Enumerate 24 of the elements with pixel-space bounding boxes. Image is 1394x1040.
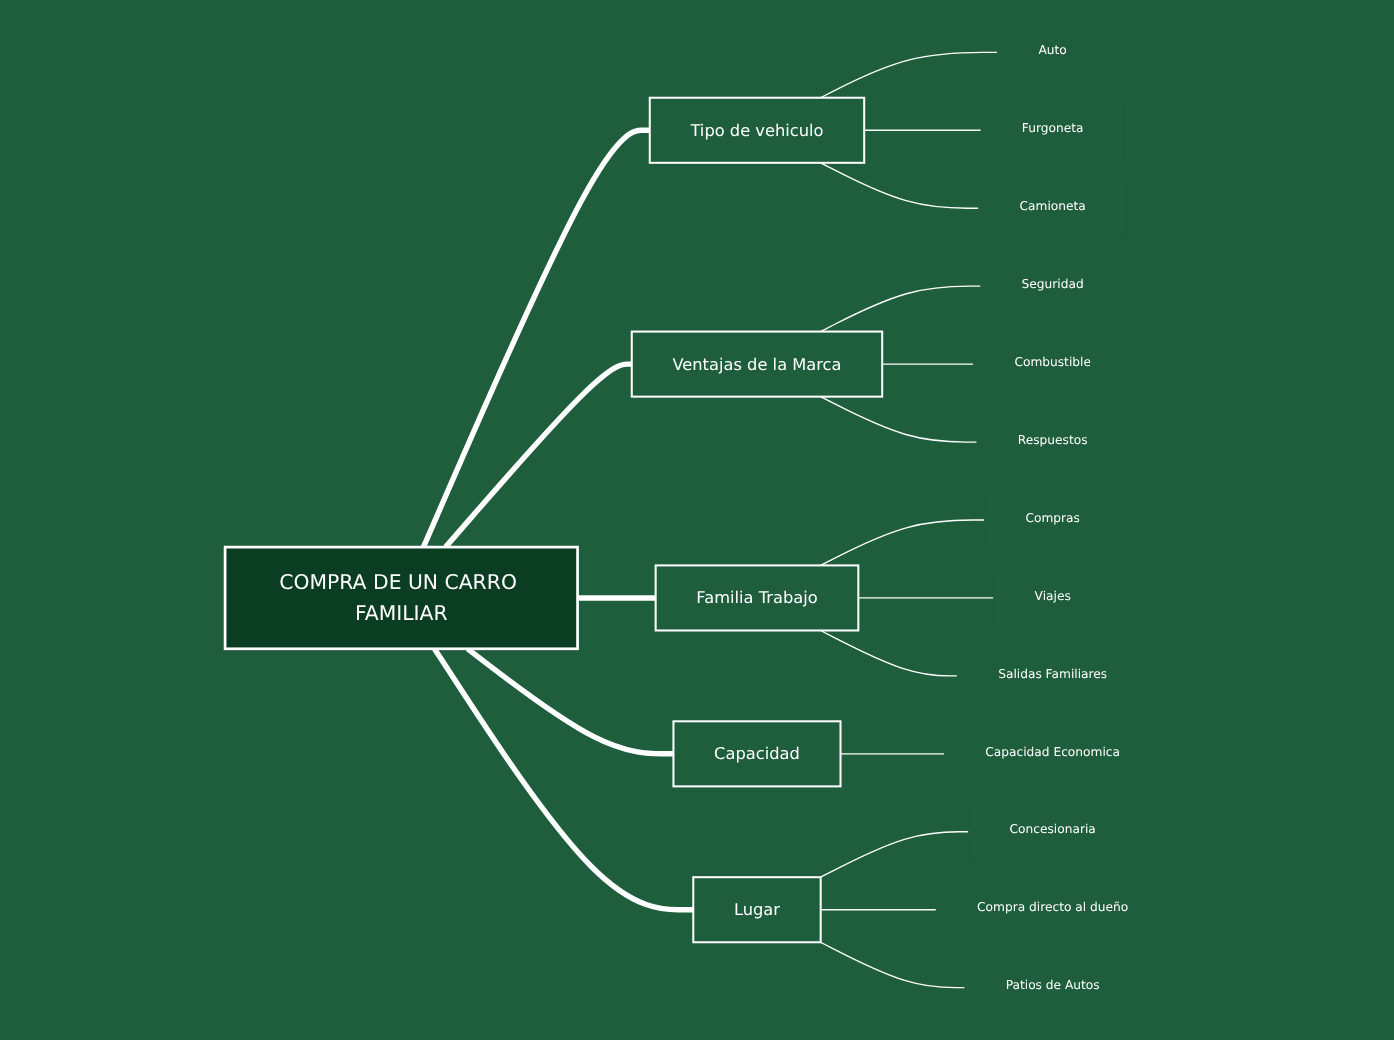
connector [819,285,982,333]
connector [857,597,995,599]
connector [863,129,982,131]
connector [820,909,938,911]
connector [443,361,632,549]
connector [819,941,966,989]
connector [819,629,959,677]
connector [819,519,986,567]
connector [839,753,946,755]
connector [819,51,999,99]
connector [420,127,650,549]
connector [432,647,694,913]
node-box: Capacidad [672,720,842,788]
connector [466,646,674,757]
connector [819,831,970,878]
node-box: COMPRA DE UN CARRO FAMILIAR [223,545,579,651]
connector [881,363,975,365]
connector [577,595,656,601]
node-box: Tipo de vehiculo [648,96,866,164]
node-box: Ventajas de la Marca [630,330,884,398]
node-box: Lugar [692,876,822,944]
connector [819,162,980,209]
node-box: Familia Trabajo [654,564,860,632]
connector [819,395,978,443]
